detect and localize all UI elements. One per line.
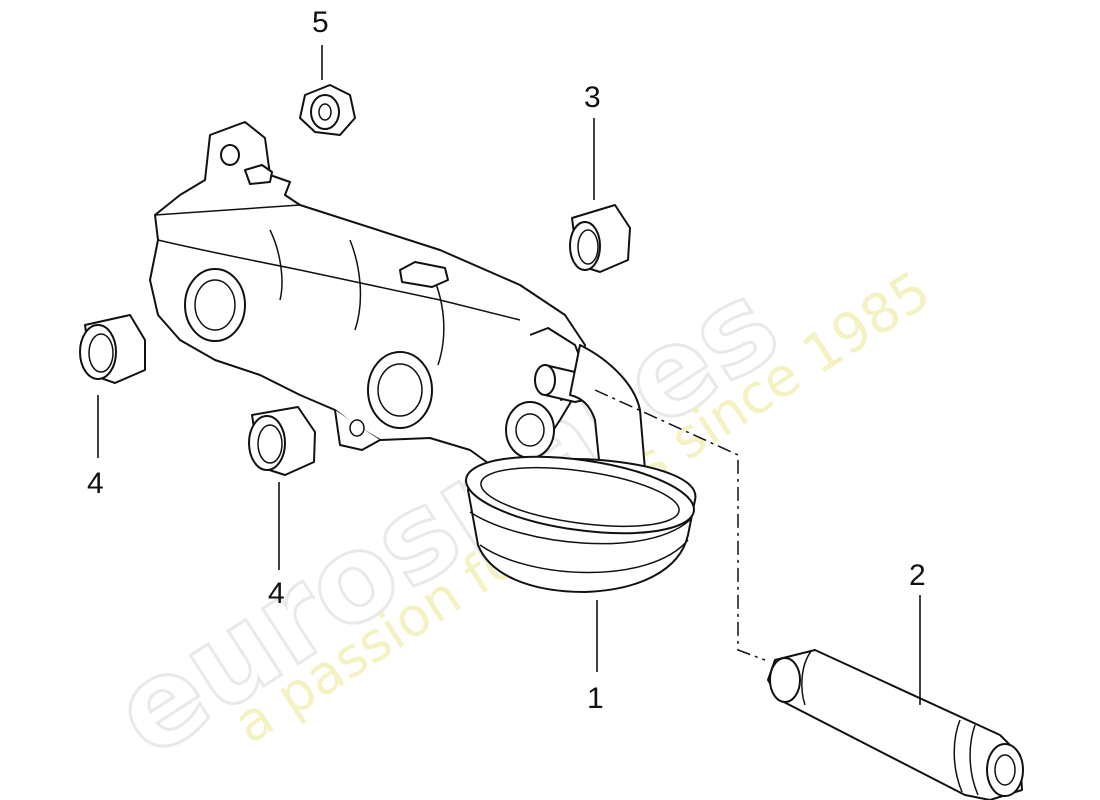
nut-5 — [299, 84, 356, 136]
oil-strainer — [465, 455, 697, 593]
drive-shaft — [767, 649, 1024, 800]
assembly-axis-line — [594, 389, 766, 661]
callout-3: 3 — [584, 81, 601, 114]
sealing-ring-4-left — [79, 314, 146, 384]
sealing-ring-4-middle — [248, 406, 316, 476]
callout-2: 2 — [909, 559, 926, 592]
oil-pump-housing — [149, 121, 646, 520]
callout-1: 1 — [587, 682, 604, 715]
sealing-ring-3 — [569, 204, 631, 273]
callout-4a: 4 — [87, 467, 104, 500]
callout-5: 5 — [312, 6, 329, 39]
callout-4b: 4 — [268, 577, 285, 610]
